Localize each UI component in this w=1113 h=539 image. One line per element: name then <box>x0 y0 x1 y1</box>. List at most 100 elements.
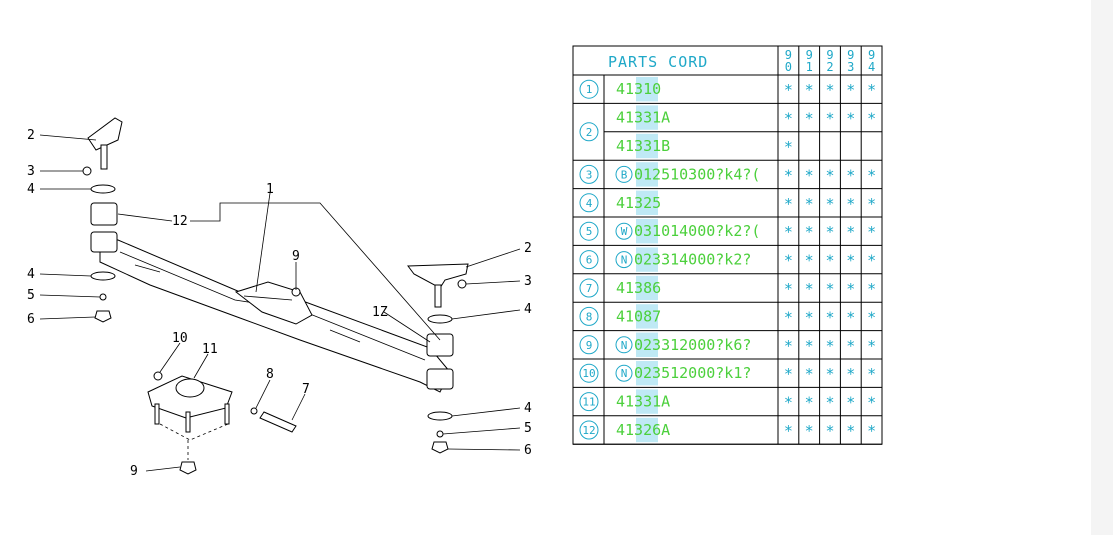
applicability-mark: * <box>784 308 793 326</box>
part-number-highlight <box>636 105 658 130</box>
applicability-mark: * <box>825 365 834 383</box>
ref-number-circle <box>579 278 599 298</box>
callout-4-left: 4 <box>27 182 35 197</box>
applicability-mark: * <box>805 337 814 355</box>
applicability-mark: * <box>784 138 793 156</box>
part-number-highlight <box>636 417 658 443</box>
applicability-mark: * <box>867 280 876 298</box>
callout-5-right: 5 <box>524 421 532 436</box>
applicability-mark: * <box>846 365 855 383</box>
prefix-circle <box>615 165 633 183</box>
year-header-digit: 4 <box>868 60 875 74</box>
year-header-digit: 2 <box>826 60 833 74</box>
callout-12-right: 1Z <box>372 305 388 320</box>
right-mount-stack <box>407 263 469 454</box>
callout-2-left: 2 <box>27 128 35 143</box>
ref-number-circle <box>579 420 599 440</box>
part-number: 41326A <box>616 421 670 439</box>
ref-number: 1 <box>586 83 593 96</box>
part-number-highlight <box>636 162 658 187</box>
applicability-mark: * <box>825 110 834 128</box>
callout-8: 8 <box>266 367 274 382</box>
part-number: 41386 <box>616 279 661 297</box>
applicability-mark: * <box>784 252 793 270</box>
applicability-mark: * <box>805 422 814 440</box>
part-prefix: B <box>621 168 628 181</box>
applicability-mark: * <box>867 223 876 241</box>
applicability-mark: * <box>784 81 793 99</box>
part-number-highlight <box>636 219 658 244</box>
callout-1: 1 <box>266 182 274 197</box>
applicability-mark: * <box>805 81 814 99</box>
applicability-mark: * <box>805 308 814 326</box>
ref-number: 4 <box>586 197 593 210</box>
applicability-mark: * <box>784 394 793 412</box>
callout-9-lower: 9 <box>130 464 138 479</box>
prefix-circle <box>615 251 633 269</box>
left-mount-stack <box>82 117 123 323</box>
year-header-digit: 9 <box>826 48 833 62</box>
applicability-mark: * <box>846 422 855 440</box>
applicability-mark: * <box>825 422 834 440</box>
year-header-digit: 9 <box>785 48 792 62</box>
callout-7: 7 <box>302 382 310 397</box>
applicability-mark: * <box>805 223 814 241</box>
year-header-digit: 1 <box>806 60 813 74</box>
applicability-mark: * <box>846 195 855 213</box>
year-header-digit: 3 <box>847 60 854 74</box>
applicability-mark: * <box>867 308 876 326</box>
applicability-mark: * <box>846 394 855 412</box>
callout-2-right: 2 <box>524 241 532 256</box>
part-number-highlight <box>636 247 658 272</box>
prefix-circle <box>615 222 633 240</box>
applicability-mark: * <box>825 394 834 412</box>
applicability-mark: * <box>825 166 834 184</box>
applicability-mark: * <box>825 252 834 270</box>
applicability-mark: * <box>784 280 793 298</box>
callout-4-right: 4 <box>524 302 532 317</box>
ref-number: 8 <box>586 310 593 323</box>
ref-number: 12 <box>582 424 595 437</box>
prefix-circle <box>615 336 633 354</box>
applicability-mark: * <box>825 223 834 241</box>
applicability-mark: * <box>805 195 814 213</box>
applicability-mark: * <box>805 166 814 184</box>
ref-number-circle <box>579 335 599 355</box>
applicability-mark: * <box>846 223 855 241</box>
crossmember <box>99 237 451 393</box>
window-scrollbar[interactable] <box>1091 0 1113 535</box>
applicability-mark: * <box>846 110 855 128</box>
ref-number-circle <box>579 392 599 412</box>
callout-3-left: 3 <box>27 164 35 179</box>
callout-12-left: 12 <box>172 214 188 229</box>
applicability-mark: * <box>846 280 855 298</box>
ref-number: 7 <box>586 282 593 295</box>
applicability-mark: * <box>784 422 793 440</box>
callout-11: 11 <box>202 342 218 357</box>
table-row[interactable]: 41331B* <box>616 133 793 159</box>
callout-4-lower-right: 4 <box>524 401 532 416</box>
ref-number: 9 <box>586 339 593 352</box>
applicability-mark: * <box>846 166 855 184</box>
ref-number-circle <box>579 306 599 326</box>
part-number-highlight <box>636 133 658 159</box>
applicability-mark: * <box>867 394 876 412</box>
year-header-digit: 9 <box>806 48 813 62</box>
applicability-mark: * <box>846 81 855 99</box>
